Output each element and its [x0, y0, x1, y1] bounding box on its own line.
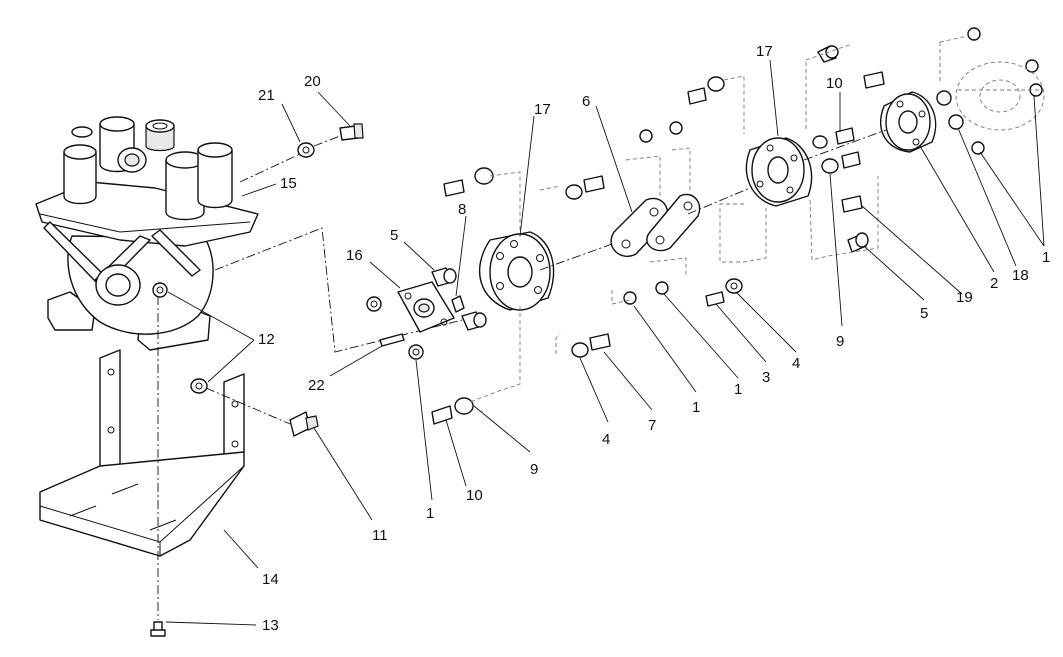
- callout-10-left: 10: [466, 487, 483, 504]
- bolt-10-right: [812, 127, 855, 149]
- nut-1-center: [623, 121, 683, 305]
- key-22: [379, 333, 405, 347]
- callout-1-right: 1: [1042, 249, 1050, 266]
- guide-left-disc-2: [539, 185, 561, 354]
- nut-1-right: [967, 27, 1043, 155]
- callout-5-right: 5: [920, 305, 928, 322]
- pump-hub-16: [397, 281, 455, 333]
- bolt-10-upper: [443, 167, 494, 197]
- washer-4-center: [725, 278, 743, 294]
- spacer-9-left: [461, 311, 487, 331]
- bolt-20: [339, 123, 364, 141]
- spacer-5-left: [431, 267, 457, 287]
- callout-15: 15: [280, 175, 297, 192]
- callout-labels: 20 21 15 12 11 14 13 22 16 5 8 1 10 9 17…: [258, 43, 1050, 634]
- callout-11: 11: [372, 527, 388, 544]
- coupling-disc-17-right: [745, 137, 813, 207]
- engine-hub-2: [880, 91, 937, 153]
- callout-1-center-a: 1: [692, 399, 700, 416]
- callout-8: 8: [458, 201, 466, 218]
- mounting-bracket: [39, 349, 245, 557]
- bolt-11: [289, 411, 319, 437]
- callout-9-left: 9: [530, 461, 538, 478]
- callout-1-bottom-left: 1: [426, 505, 434, 522]
- callout-19: 19: [956, 289, 973, 306]
- callout-18: 18: [1012, 267, 1029, 284]
- spacer-5-right: [847, 232, 869, 253]
- setscrew-8: [451, 295, 465, 313]
- pump-body: [35, 116, 259, 351]
- screw-13: [150, 621, 166, 637]
- bolt-3: [705, 291, 725, 307]
- spacer-18: [936, 90, 964, 130]
- bolt-top-center: [687, 76, 725, 105]
- callout-14: 14: [262, 571, 279, 588]
- axis-line-bolt-20: [239, 135, 341, 183]
- callout-7: 7: [648, 417, 656, 434]
- bolt-19: [841, 195, 863, 213]
- washer-12: [190, 378, 208, 394]
- callout-5-left: 5: [390, 227, 398, 244]
- callout-4-center: 4: [792, 355, 800, 372]
- bolt-10-lower: [431, 397, 474, 425]
- guide-right-disc: [805, 43, 879, 261]
- spacer-5-top: [817, 45, 839, 63]
- bolt-top-right: [863, 71, 885, 89]
- callout-12: 12: [258, 331, 275, 348]
- callout-17-right: 17: [756, 43, 773, 60]
- callout-13: 13: [262, 617, 279, 634]
- callout-16: 16: [346, 247, 363, 264]
- washer-21: [297, 142, 315, 158]
- callout-17-left: 17: [534, 101, 551, 118]
- callout-9-right: 9: [836, 333, 844, 350]
- axis-line-bolt-11: [205, 387, 291, 425]
- callout-4-left: 4: [602, 431, 610, 448]
- guide-center-right: [719, 75, 767, 263]
- callout-2: 2: [990, 275, 998, 292]
- flex-link-6: [610, 193, 701, 257]
- callout-22: 22: [308, 377, 325, 394]
- coupling-disc-17-left: [479, 231, 555, 311]
- leader-lines: [165, 59, 1045, 626]
- guide-left-disc: [469, 171, 521, 403]
- callout-21: 21: [258, 87, 275, 104]
- callout-20: 20: [304, 73, 321, 90]
- callout-10-right: 10: [826, 75, 843, 92]
- callout-3: 3: [762, 369, 770, 386]
- spacer-9-right: [821, 151, 861, 174]
- guide-right-hub: [939, 35, 969, 82]
- engine-flange-outline: [955, 61, 1045, 131]
- callout-1-center-b: 1: [734, 381, 742, 398]
- axis-line-right: [539, 129, 887, 271]
- bolt-7-lower: [571, 333, 611, 358]
- callout-6: 6: [582, 93, 590, 110]
- nut-1-left: [366, 296, 424, 360]
- bolt-7-upper: [565, 175, 605, 200]
